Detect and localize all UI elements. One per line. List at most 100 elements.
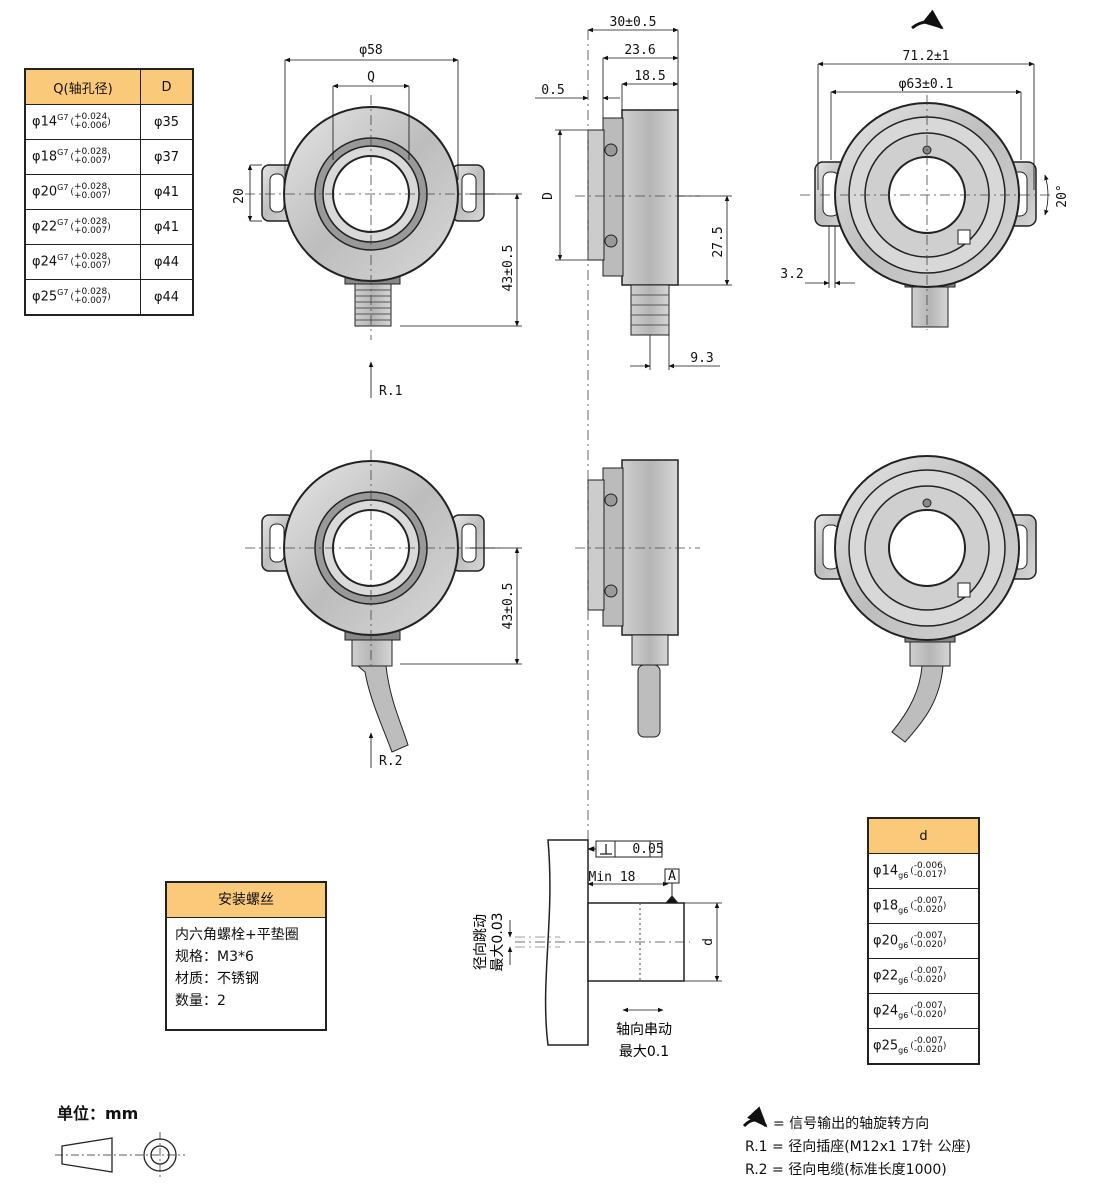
- tol-upper: +0.028: [73, 147, 108, 157]
- bore-fit: G7: [57, 253, 69, 263]
- front-dims: [247, 57, 522, 398]
- shaft-fit: g6: [898, 941, 909, 951]
- dim-712: 71.2±1: [903, 49, 950, 64]
- bore-fit: G7: [57, 113, 69, 123]
- mounting-screws-box: 安装螺丝 内六角螺栓+平垫圈 规格：M3*6 材质：不锈钢 数量：2: [165, 881, 327, 1031]
- tol-upper: -0.007: [913, 1000, 943, 1011]
- label-r2: R.2: [379, 754, 402, 769]
- housing-d-cell: φ44: [140, 279, 194, 316]
- bore-row: φ14G7(+0.024+0.006)φ35: [24, 104, 194, 140]
- back-view-r1: [800, 95, 1050, 330]
- tol-upper: -0.006: [913, 860, 943, 871]
- dim-30: 30±0.5: [610, 15, 657, 30]
- housing-d-cell: φ35: [140, 104, 194, 140]
- header-shaft-d: d: [867, 817, 980, 854]
- shaft-fit: g6: [898, 1011, 909, 1021]
- dim-min18: Min 18: [589, 870, 636, 885]
- bore-size-cell: φ25G7(+0.028+0.007): [24, 279, 141, 316]
- bore-size-cell: φ20G7(+0.028+0.007): [24, 174, 141, 210]
- tol-lower: -0.017: [913, 869, 943, 880]
- shaft-size-cell: φ22g6(-0.007-0.020): [867, 958, 980, 994]
- dim-43: 43±0.5: [501, 245, 516, 292]
- tol-upper: -0.007: [913, 930, 943, 941]
- dim-236: 23.6: [624, 43, 655, 58]
- mounting-line: 内六角螺栓+平垫圈: [175, 927, 299, 943]
- housing-d-cell: φ41: [140, 174, 194, 210]
- housing-d-cell: φ44: [140, 244, 194, 280]
- projection-symbol: [55, 1132, 185, 1178]
- shaft-size-cell: φ18g6(-0.007-0.020): [867, 888, 980, 924]
- dim-63: φ63±0.1: [899, 77, 954, 92]
- bore-row: φ18G7(+0.028+0.007)φ37: [24, 139, 194, 175]
- tol-lower: -0.020: [913, 904, 943, 915]
- dim-shaft-d: d: [701, 938, 716, 946]
- bore-fit: G7: [57, 183, 69, 193]
- shaft-row: φ14g6(-0.006-0.017): [867, 853, 980, 889]
- axial-play-label: 轴向串动: [616, 1022, 672, 1038]
- perp-tol: 0.05: [632, 842, 663, 857]
- tol-lower: +0.007: [73, 191, 108, 201]
- shaft-size: φ25: [873, 1038, 899, 1054]
- shaft-row: φ22g6(-0.007-0.020): [867, 958, 980, 994]
- housing-d-cell: φ37: [140, 139, 194, 175]
- shaft-size-cell: φ24g6(-0.007-0.020): [867, 993, 980, 1029]
- bore-size-cell: φ24G7(+0.028+0.007): [24, 244, 141, 280]
- back-dims: [805, 9, 1049, 288]
- radial-runout-label: 径向跳动: [473, 914, 489, 970]
- shaft-size: φ22: [873, 968, 899, 984]
- units-label: 单位：mm: [57, 1104, 139, 1123]
- side-view-r1: [575, 109, 700, 336]
- bore-fit: G7: [57, 288, 69, 298]
- tol-upper: +0.028: [73, 217, 108, 227]
- bore-size-cell: φ14G7(+0.024+0.006): [24, 104, 141, 140]
- shaft-dims: [507, 881, 722, 1013]
- tol-lower: -0.020: [913, 939, 943, 950]
- shaft-detail: [515, 839, 690, 1046]
- rotation-arrow-icon: [742, 1106, 768, 1128]
- dim-185: 18.5: [634, 69, 665, 84]
- shaft-row: φ20g6(-0.007-0.020): [867, 923, 980, 959]
- bore-size: φ14: [32, 114, 58, 130]
- shaft-row: φ25g6(-0.007-0.020): [867, 1028, 980, 1065]
- shaft-size-cell: φ25g6(-0.007-0.020): [867, 1028, 980, 1065]
- bore-fit: G7: [57, 218, 69, 228]
- datum-a: A: [668, 869, 676, 884]
- tol-lower: +0.007: [73, 226, 108, 236]
- tol-upper: +0.028: [73, 182, 108, 192]
- tol-upper: +0.024: [73, 112, 108, 122]
- shaft-size-cell: φ20g6(-0.007-0.020): [867, 923, 980, 959]
- tol-lower: -0.020: [913, 1009, 943, 1020]
- bore-size-cell: φ18G7(+0.028+0.007): [24, 139, 141, 175]
- tol-upper: +0.028: [73, 252, 108, 262]
- bore-row: φ22G7(+0.028+0.007)φ41: [24, 209, 194, 245]
- bore-row: φ25G7(+0.028+0.007)φ44: [24, 279, 194, 316]
- legend-r1: R.1 = 径向插座(M12x1 17针 公座): [745, 1139, 971, 1155]
- tol-lower: -0.020: [913, 974, 943, 985]
- dim-05: 0.5: [541, 83, 564, 98]
- bore-size: φ22: [32, 219, 58, 235]
- tol-lower: -0.020: [913, 1044, 943, 1055]
- legend-rotation: = 信号输出的轴旋转方向: [773, 1116, 930, 1132]
- tol-upper: -0.007: [913, 895, 943, 906]
- shaft-size-table: d φ14g6(-0.006-0.017)φ18g6(-0.007-0.020)…: [867, 817, 980, 1065]
- legend: = 信号输出的轴旋转方向 R.1 = 径向插座(M12x1 17针 公座) R.…: [745, 1113, 971, 1182]
- bore-size-cell: φ22G7(+0.028+0.007): [24, 209, 141, 245]
- tol-lower: +0.007: [73, 296, 108, 306]
- dim-q: Q: [367, 70, 375, 85]
- header-d: D: [140, 68, 194, 105]
- housing-d-cell: φ41: [140, 209, 194, 245]
- bore-fit: G7: [57, 148, 69, 158]
- dim-20: 20: [232, 188, 247, 204]
- side-dims: [535, 27, 732, 370]
- shaft-fit: g6: [898, 906, 909, 916]
- dim-32: 3.2: [780, 267, 803, 282]
- angle-20: 20°: [1055, 184, 1070, 207]
- back-view-r2: [814, 455, 1037, 743]
- front-view-r2: [245, 450, 500, 753]
- bore-size: φ24: [32, 254, 58, 270]
- shaft-row: φ18g6(-0.007-0.020): [867, 888, 980, 924]
- mounting-line: 规格：M3*6: [175, 949, 254, 965]
- shaft-size: φ14: [873, 863, 899, 879]
- bore-row: φ20G7(+0.028+0.007)φ41: [24, 174, 194, 210]
